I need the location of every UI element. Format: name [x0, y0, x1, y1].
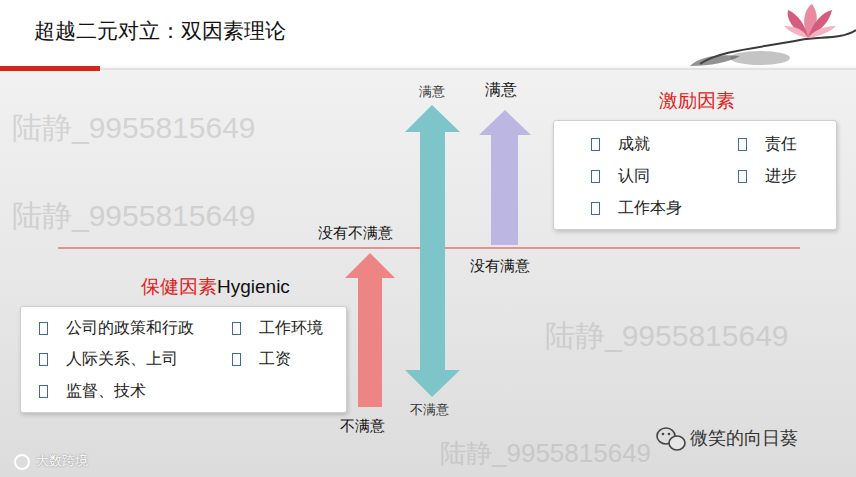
watermark: 陆静_9955815649 — [440, 438, 651, 469]
bullet-mark — [738, 170, 747, 183]
hygiene-box: 保健因素Hygienic公司的政策和行政工作环境人际关系、上司工资监督、技术 — [20, 306, 347, 413]
box-heading: 激励因素 — [659, 90, 735, 113]
footer-author: 微笑的向日葵 — [690, 428, 798, 450]
lavender-up-arrow — [479, 110, 531, 245]
arrow-label: 不满意 — [340, 417, 385, 435]
title-bar — [0, 66, 100, 71]
teal-double-arrow — [405, 105, 460, 397]
box-heading: Hygienic — [217, 276, 290, 299]
arrow-label: 没有满意 — [470, 257, 530, 275]
bullet-mark — [39, 353, 48, 366]
factor-item: 工作本身 — [618, 198, 682, 217]
title-rule — [100, 69, 856, 70]
bullet-mark — [232, 353, 241, 366]
factor-item: 认同 — [618, 166, 650, 185]
bullet-mark — [591, 202, 600, 215]
factor-item: 人际关系、上司 — [66, 349, 178, 368]
pink-up-arrow — [345, 253, 395, 407]
watermark: 陆静_9955815649 — [12, 110, 256, 146]
bullet-mark — [39, 385, 48, 398]
watermark: 陆静_9955815649 — [545, 318, 789, 354]
factor-item: 监督、技术 — [66, 381, 146, 400]
factor-item: 工作环境 — [259, 318, 323, 337]
bullet-mark — [232, 322, 241, 335]
factor-item: 责任 — [765, 134, 797, 153]
footer-logo — [15, 455, 29, 469]
watermark: 陆静_9955815649 — [12, 198, 256, 234]
bullet-mark — [591, 138, 600, 151]
factor-item: 进步 — [765, 166, 797, 185]
factor-item: 成就 — [618, 134, 650, 153]
factor-item: 公司的政策和行政 — [66, 318, 194, 337]
lotus-decoration — [690, 4, 856, 66]
motivator-box: 激励因素成就责任认同进步工作本身 — [553, 120, 837, 230]
arrow-label: 不满意 — [410, 402, 449, 418]
footer-source: 大数跨境 — [36, 453, 88, 469]
factor-item: 工资 — [259, 349, 291, 368]
bullet-mark — [591, 170, 600, 183]
bullet-mark — [738, 138, 747, 151]
arrow-label: 满意 — [485, 80, 517, 99]
arrow-label: 满意 — [419, 84, 445, 100]
arrow-label: 没有不满意 — [318, 224, 393, 242]
wechat-icon — [657, 428, 685, 450]
box-heading: 保健因素 — [141, 276, 217, 299]
slide-title: 超越二元对立：双因素理论 — [34, 17, 286, 45]
bullet-mark — [39, 322, 48, 335]
